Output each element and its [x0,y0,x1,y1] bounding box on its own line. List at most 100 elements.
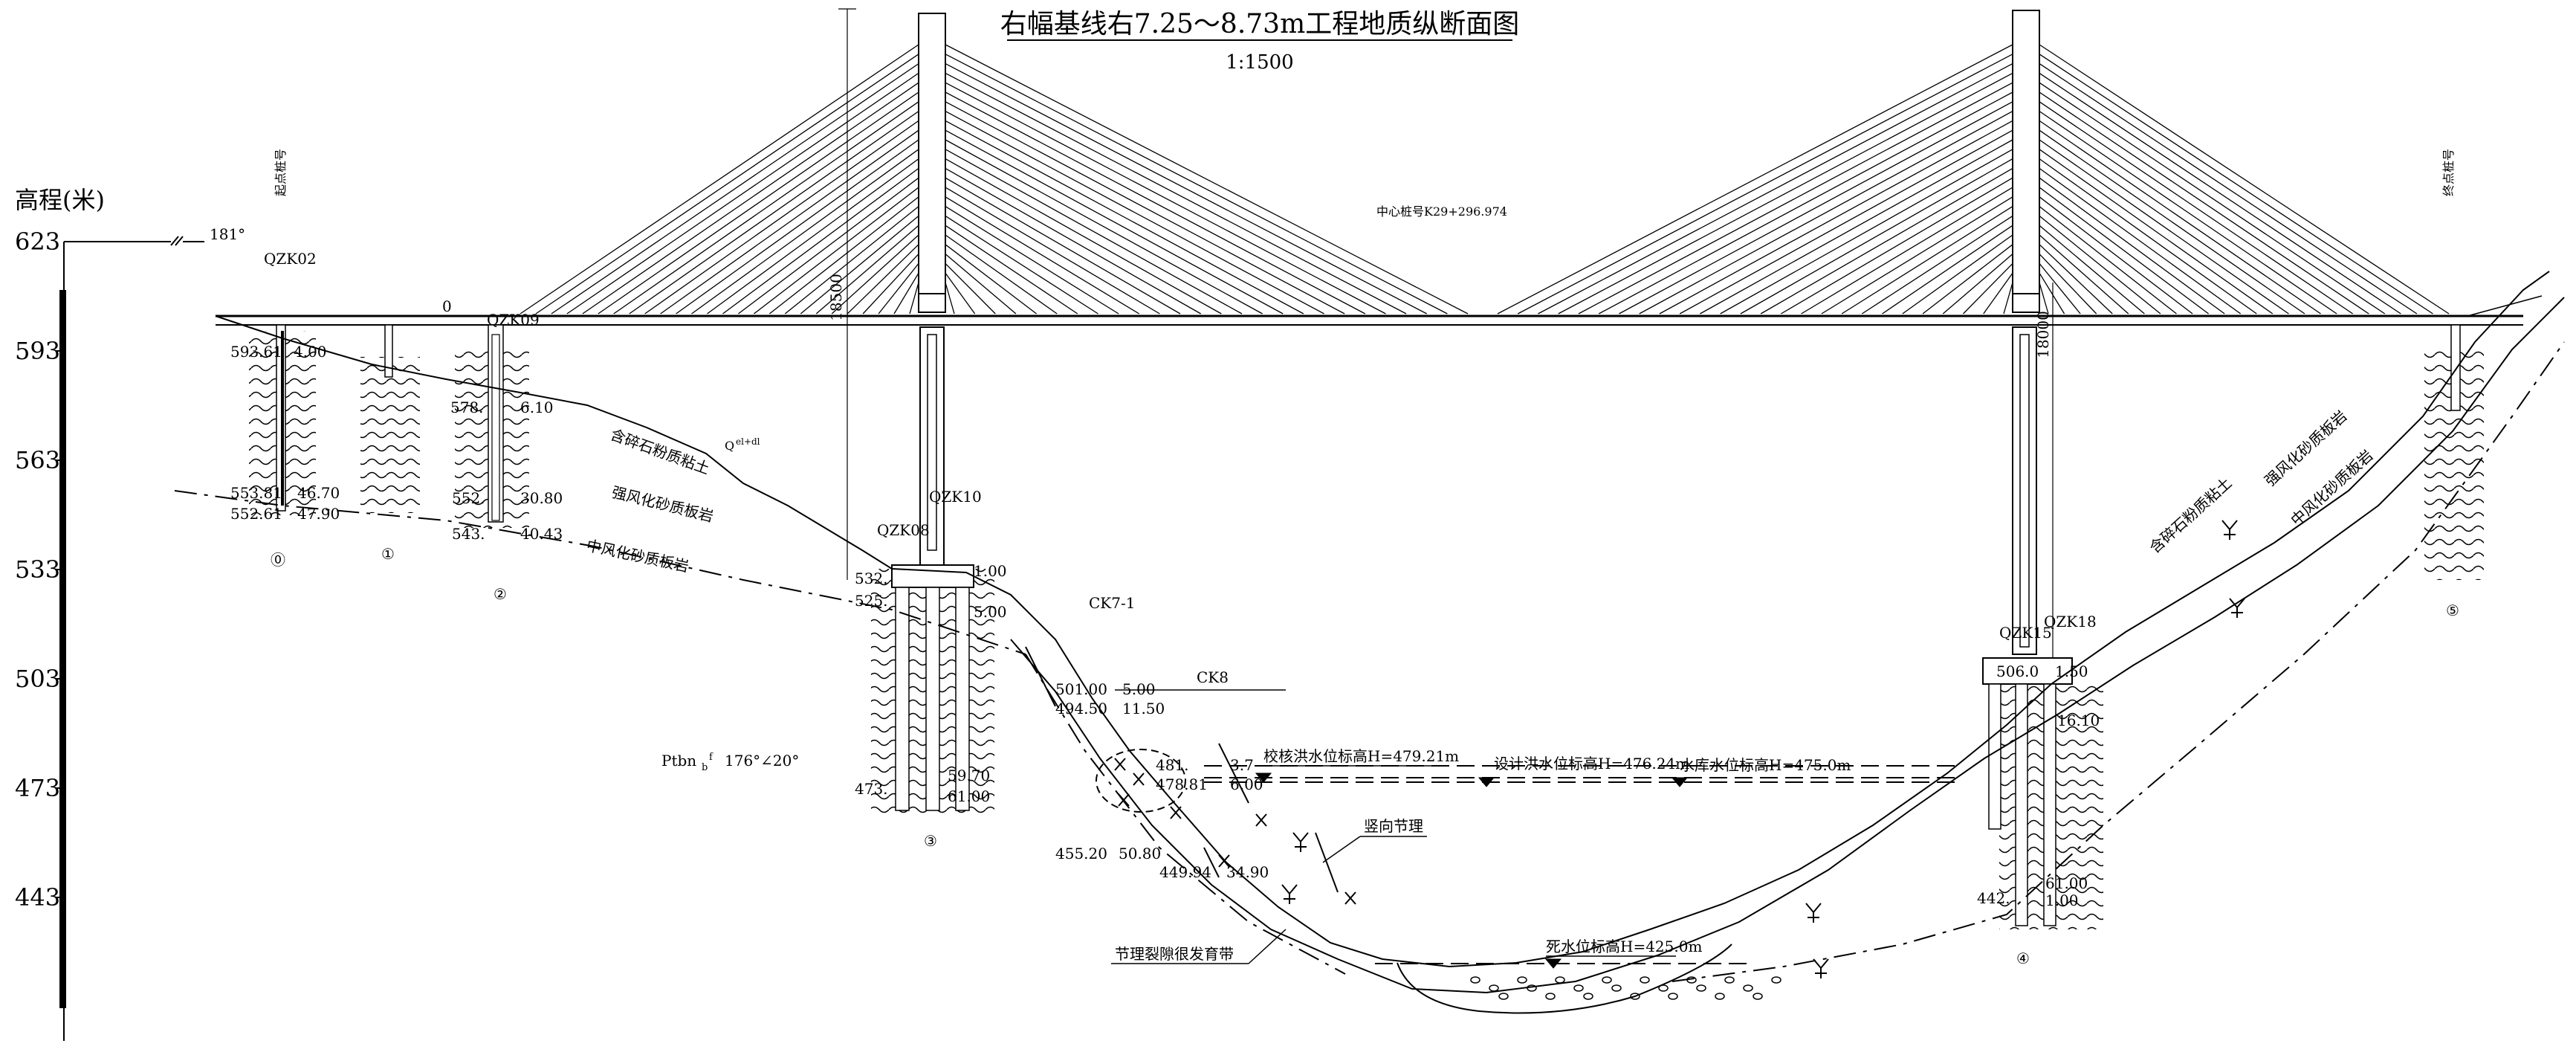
stay-cables [520,44,2450,315]
center-station-note: 中心桩号K29+296.974 [1376,204,1507,219]
stay-cable [945,215,1098,315]
pebble [1470,976,1480,984]
stay-cable [945,262,996,315]
stay-cable [945,158,1222,315]
stay-cable [520,44,919,315]
pebble [1743,984,1753,992]
stay-cable [1659,120,2013,315]
pebble [1602,976,1612,984]
elev-label: 553.81 [230,484,282,502]
elevation-axis: 高程(米) 623 593 563 533 503 473 443 181° [15,186,245,1041]
elev-label: 593.61 [230,343,282,361]
axis-tick-623: 623 [15,228,60,256]
stay-cable [1517,54,2013,315]
elev-label: 442. [1977,889,2010,907]
pier-columns [249,324,2484,929]
pebble [1658,984,1669,992]
stay-cable [629,111,919,315]
stay-cable [2039,101,2354,315]
borehole-id-QZK18: QZK18 [2044,613,2097,630]
right-pier-station-note: 终点桩号 [2441,149,2456,196]
stay-cable [945,282,955,315]
stay-cable [1720,149,2013,315]
pebble [1724,976,1735,984]
pebble [1715,993,1725,1000]
axis-label: 高程(米) [15,186,105,214]
stay-cable [2039,63,2418,315]
axis-tick-473: 473 [15,774,60,802]
depth-label: 46.70 [297,484,340,502]
stay-cable [2039,215,2161,315]
left-stratum-2-label: 强风化砂质板岩 [610,483,716,526]
stay-cable [2039,158,2257,315]
elev-label: 494.50 [1055,700,1107,717]
stay-cable [847,244,919,315]
borehole-id-CK7-1: CK7-1 [1089,594,1135,612]
stay-cable [945,101,1345,315]
stay-cable [2039,225,2145,315]
stay-cable [945,167,1202,315]
stay-cable [598,91,919,315]
borehole-id-QZK08: QZK08 [877,521,930,539]
stay-cable [2039,111,2337,315]
angle-note: 181° [210,225,245,243]
depth-label: 11.50 [1122,700,1165,717]
stay-cable [945,54,1448,315]
pier-number-3: ③ [924,832,937,850]
stay-cable [2039,167,2242,315]
elev-label: 552.61 [230,505,282,523]
pebble [1771,976,1781,984]
stay-cable [768,196,919,315]
check-flood-level-label: 校核洪水位标高H=479.21m [1263,747,1459,765]
stay-cable [535,54,919,315]
stay-cable [566,72,919,315]
pebble [1498,993,1509,1000]
stay-cable [945,177,1181,315]
left-stratum-1-sup: Q [725,439,734,453]
pebble [1573,984,1584,992]
stay-cable [2039,254,2097,315]
stay-cable [707,158,919,315]
dead-pool-level-label: 死水位标高H=425.0m [1546,938,1702,955]
stay-cable [2039,244,2113,315]
tower-right-height-dim: 18000 [2034,311,2052,358]
stay-cable [909,282,919,315]
borehole-id-CK8: CK8 [1197,668,1229,686]
formation-superscript: f [709,752,713,763]
axis-tick-563: 563 [15,446,60,474]
stay-cable [945,139,1263,315]
drawing-scale: 1:1500 [1226,51,1293,74]
left-pier-station-note: 起点桩号 [274,149,288,196]
pebble [1696,984,1706,992]
tower-right: 18000 [2012,10,2054,831]
depth-label: 1.50 [2055,662,2088,680]
stay-cable [2039,206,2177,315]
stay-cable [676,139,919,315]
stay-cable [800,215,919,315]
elev-label: 501.00 [1055,680,1107,698]
stay-cable [1497,44,2013,315]
pebble [1630,993,1640,1000]
depth-label: 30.80 [520,489,563,507]
depth-label: 3.7 [1230,756,1254,774]
stay-cable [1922,244,2013,315]
drawing-title: 右幅基线右7.25～8.73m工程地质纵断面图 [1000,9,1519,39]
stay-cable [2039,72,2401,315]
stay-cable [945,187,1160,315]
depth-label: 61.00 [948,787,990,805]
stay-cable [2039,234,2129,315]
borehole-id-QZK09: QZK09 [487,311,540,329]
axis-tick-593: 593 [15,337,60,365]
stay-cable [1679,129,2013,315]
stay-cable [613,101,919,315]
stay-cable [945,72,1407,315]
stay-cable [945,196,1140,315]
left-stratum-1-sub: el+dl [736,436,760,447]
ground-surface-line [215,271,2550,968]
depth-label: 5.00 [974,603,1007,621]
stay-cable [1942,254,2013,315]
deck-zero-mark: 0 [442,297,452,315]
design-flood-level-label: 设计洪水位标高H=476.24m [1494,755,1689,772]
pebble [1640,976,1650,984]
stay-cable [1760,167,2013,315]
